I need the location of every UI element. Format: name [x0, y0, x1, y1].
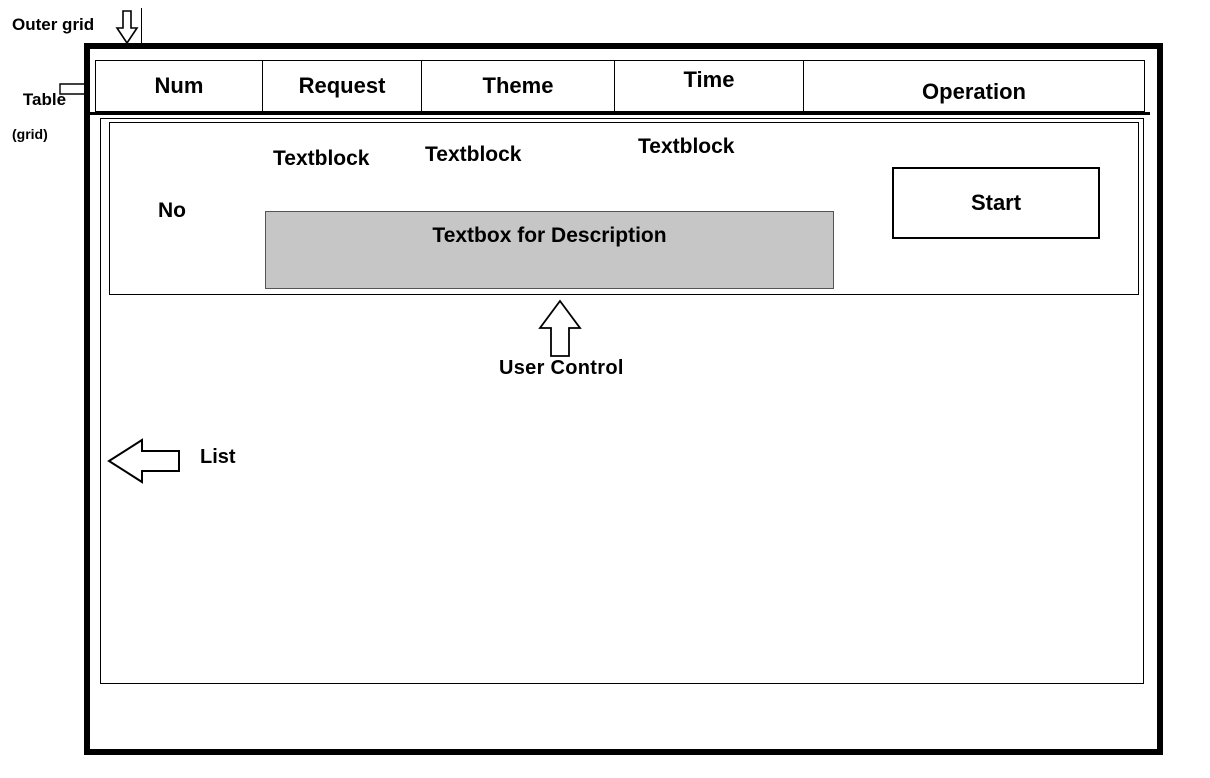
annotation-table-title: Table — [22, 89, 67, 109]
annotation-user-control-label: User Control — [499, 357, 624, 379]
column-header-num[interactable]: Num — [96, 61, 263, 111]
arrow-down-icon — [115, 10, 139, 45]
annotation-table-label: Table (grid) — [4, 73, 66, 177]
user-control-textblock-1: Textblock — [273, 147, 370, 170]
annotation-pointer-line — [141, 8, 142, 44]
user-control-row[interactable]: No Textblock Textblock Textblock Textbox… — [109, 122, 1139, 295]
arrow-left-icon — [107, 436, 180, 486]
annotation-outer-grid-label: Outer grid — [12, 15, 95, 34]
annotation-table-subtitle: (grid) — [12, 125, 48, 142]
column-header-operation[interactable]: Operation — [922, 79, 1026, 104]
arrow-up-icon — [538, 299, 583, 357]
annotation-list-label: List — [200, 446, 236, 468]
column-header-theme[interactable]: Theme — [422, 61, 615, 111]
user-control-textblock-2: Textblock — [425, 143, 522, 166]
description-textbox[interactable]: Textbox for Description — [265, 211, 834, 289]
start-button[interactable]: Start — [892, 167, 1100, 239]
user-control-no-label: No — [158, 199, 186, 222]
table-header-divider — [90, 112, 1150, 115]
table-grid-header: Num Request Theme Time Operation — [95, 60, 1145, 112]
column-header-time[interactable]: Time — [615, 61, 804, 111]
user-control-textblock-3: Textblock — [638, 135, 735, 158]
column-header-request[interactable]: Request — [263, 61, 422, 111]
